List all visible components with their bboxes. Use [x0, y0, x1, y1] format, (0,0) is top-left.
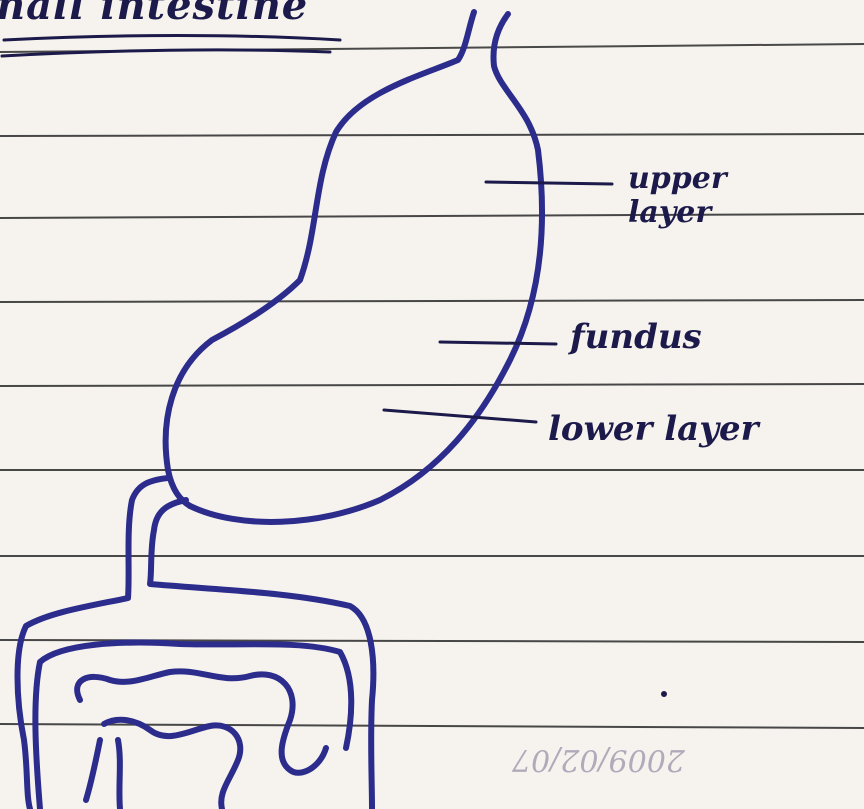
- rule-line: [0, 724, 864, 728]
- leader-upper-layer: [486, 182, 612, 184]
- bleed-through-text: 2009/02/07: [512, 742, 685, 777]
- leader-lower-layer: [384, 410, 536, 422]
- label-fundus: fundus: [570, 320, 702, 354]
- leader-fundus: [440, 342, 556, 344]
- rule-line: [0, 134, 864, 136]
- esophagus-left-wall: [166, 12, 474, 506]
- ruled-lines: [0, 44, 864, 728]
- stomach-outline: [18, 12, 543, 809]
- small-intestine-coils: [77, 671, 326, 809]
- heading-underline: [2, 36, 340, 57]
- esophagus-right-wall: [190, 14, 542, 522]
- ink-dot: [661, 691, 667, 697]
- label-lower-layer: lower layer: [548, 412, 759, 446]
- page-heading: nall intestine: [0, 0, 308, 26]
- rule-line: [0, 300, 864, 302]
- label-upper-layer: upper layer: [628, 162, 788, 230]
- rule-line: [0, 384, 864, 386]
